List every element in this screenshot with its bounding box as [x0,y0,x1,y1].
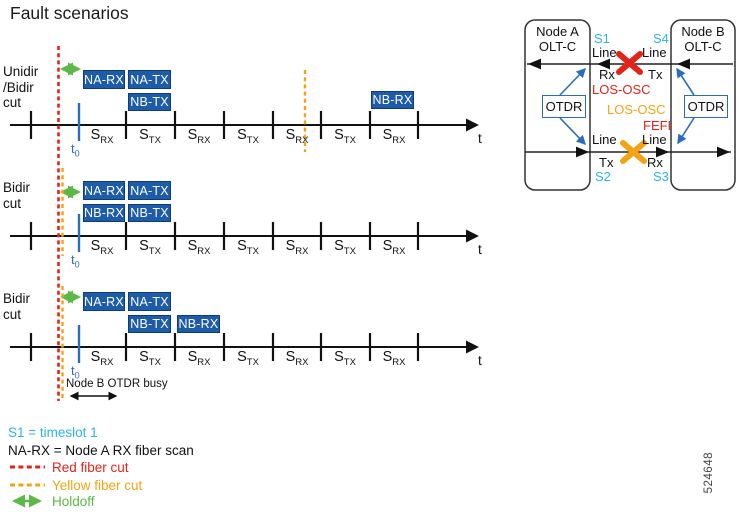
legend-yellow-cut: Yellow fiber cut [52,478,143,493]
timeline-1-label: Unidir /Bidir cut [3,64,39,110]
timeslot-s3-label: S3 [653,169,669,184]
slot-label: SRX [187,127,211,146]
timeslot-s4-label: S4 [653,31,669,46]
otdr-a-rx-arrow [559,67,586,96]
los-osc-yellow-label: LOS-OSC [607,102,666,117]
legend-scan: NA-RX = Node A RX fiber scan [8,443,194,458]
scan-box-na-tx: NA-TX [128,70,171,89]
upper-fiber-arrowheads [528,58,690,70]
otdr-busy-note: Node B OTDR busy [66,378,168,390]
tx-label-bottom: Tx [599,155,614,170]
time-axis-label: t [478,242,482,257]
slot-label: STX [334,238,356,257]
slot-label: SRX [382,349,406,368]
yellow-x-icon [620,140,647,164]
rx-label-bottom: Rx [647,155,663,170]
los-osc-red-label: LOS-OSC [592,82,651,97]
slot-label: STX [237,238,259,257]
timeline-ticks [29,111,420,139]
slot-label: SRX [187,349,211,368]
timeline-3-label: Bidir cut [3,291,31,322]
legend-timeslot: S1 = timeslot 1 [8,425,98,440]
timeslot-s2-label: S2 [595,169,611,184]
scan-box-nb-tx: NB-TX [128,315,171,333]
otdr-b-box: OTDR [684,95,728,118]
tx-label-top: Tx [648,67,663,82]
time-axis-label: t [478,131,482,146]
time-axis-label: t [478,353,482,368]
timeline-ticks [29,222,420,250]
scan-box-nb-tx: NB-TX [128,93,171,111]
slot-label: STX [139,349,161,368]
line-label-tx-top: Line [642,45,667,60]
scan-box-na-rx: NA-RX [83,181,125,200]
slot-label: SRX [187,238,211,257]
slot-label: SRX [382,238,406,257]
slot-label: STX [139,127,161,146]
timeline-3-graphics [10,286,479,401]
scan-box-nb-rx: NB-RX [177,315,220,333]
t0-label: t0 [71,252,80,270]
line-label-rx-bottom: Line [642,132,667,147]
timeline-2-graphics [10,168,479,256]
slot-label: STX [237,127,259,146]
scan-box-na-tx: NA-TX [128,181,171,200]
fefi-label: FEFI [643,118,672,133]
node-b-title: Node B OLT-C [681,24,725,54]
slot-label: SRX [90,127,114,146]
scan-box-nb-tx: NB-TX [128,204,171,222]
otdr-a-tx-arrow [559,117,586,146]
scan-box-nb-rx: NB-RX [371,91,414,109]
timeline-2-label: Bidir cut [3,180,31,211]
timeline-ticks [29,333,420,361]
figure-number: 524648 [703,452,715,494]
scan-box-na-rx: NA-RX [83,292,125,311]
legend-red-cut: Red fiber cut [52,460,129,475]
t0-label: t0 [71,363,80,381]
timeslot-s1-label: S1 [594,31,610,46]
otdr-b-tx-arrow [676,67,695,96]
scan-box-nb-rx: NB-RX [83,204,125,222]
slot-label: SRX [285,127,309,146]
node-a-title: Node A OLT-C [536,24,579,54]
red-x-icon [616,51,643,75]
slot-label: SRX [90,238,114,257]
timeline-1-graphics [10,62,479,152]
slot-label: STX [334,349,356,368]
slot-label: STX [237,349,259,368]
line-label-rx-top: Line [592,45,617,60]
slot-label: SRX [90,349,114,368]
rx-label-top: Rx [599,67,615,82]
slot-label: SRX [285,349,309,368]
line-label-tx-bottom: Line [592,132,617,147]
otdr-a-box: OTDR [542,95,586,118]
slot-label: STX [139,238,161,257]
page-title: Fault scenarios [10,3,129,23]
t0-label: t0 [71,141,80,159]
legend-graphics [10,465,45,508]
legend-holdoff: Holdoff [52,494,95,509]
scan-box-na-tx: NA-TX [128,292,171,311]
slot-label: SRX [285,238,309,257]
scan-box-na-rx: NA-RX [83,70,125,89]
otdr-b-rx-arrow [677,117,695,145]
slot-label: STX [334,127,356,146]
slot-label: SRX [382,127,406,146]
